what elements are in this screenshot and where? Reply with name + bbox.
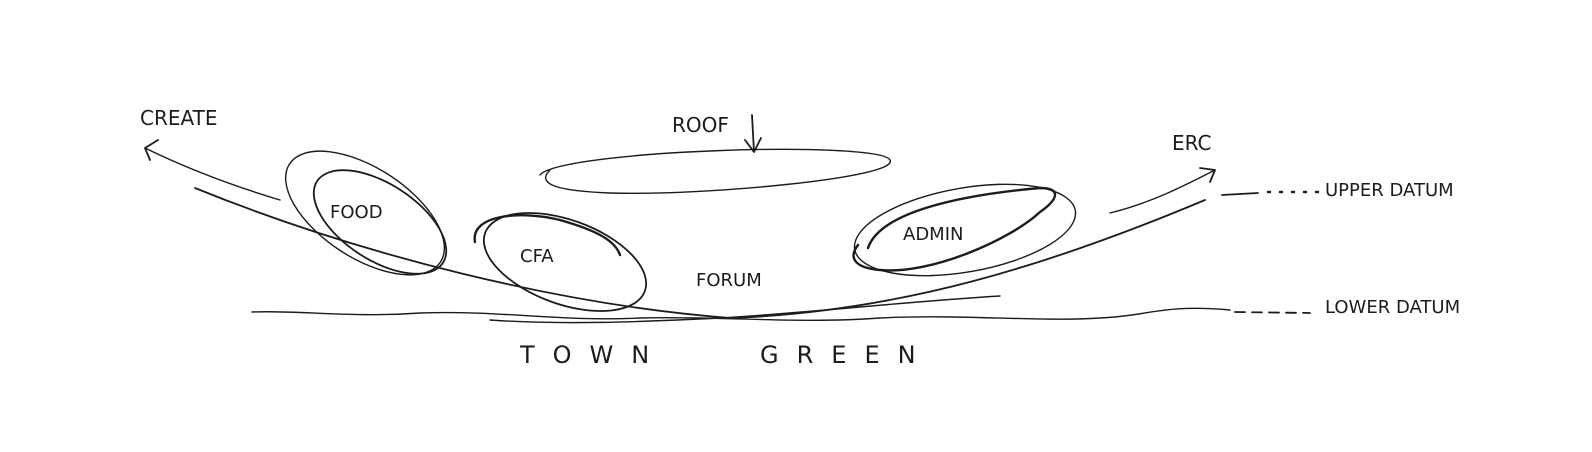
- create-arrow-curve: [144, 147, 281, 201]
- label-upper-datum: UPPER DATUM: [1325, 180, 1454, 201]
- ground-line-second: [489, 295, 1001, 324]
- cfa-ellipse: [482, 212, 648, 312]
- label-green: GREEN: [760, 341, 934, 369]
- label-lower-datum: LOWER DATUM: [1325, 297, 1460, 318]
- lower-datum-dashes: [1234, 311, 1311, 314]
- label-town: TOWN: [519, 341, 667, 369]
- label-erc: ERC: [1172, 131, 1212, 155]
- erc-arrow-curve: [1109, 169, 1216, 214]
- label-food: FOOD: [330, 202, 383, 223]
- roof-arrow: [744, 114, 762, 153]
- ground-line: [251, 307, 1231, 321]
- label-admin: ADMIN: [903, 224, 963, 245]
- erc-arrow-head: [1199, 167, 1216, 183]
- create-arrow-head: [144, 139, 159, 161]
- label-forum: FORUM: [696, 270, 762, 291]
- food-ellipse-outer: [284, 150, 446, 276]
- label-roof: ROOF: [672, 113, 729, 137]
- admin-ellipse-inner: [852, 186, 1057, 272]
- label-cfa: CFA: [520, 246, 554, 267]
- label-create: CREATE: [140, 106, 217, 130]
- roof-ellipse: [539, 148, 891, 195]
- upper-datum-dashes: [1221, 192, 1259, 196]
- food-ellipse-inner: [312, 169, 448, 275]
- cfa-ellipse-top: [473, 214, 622, 257]
